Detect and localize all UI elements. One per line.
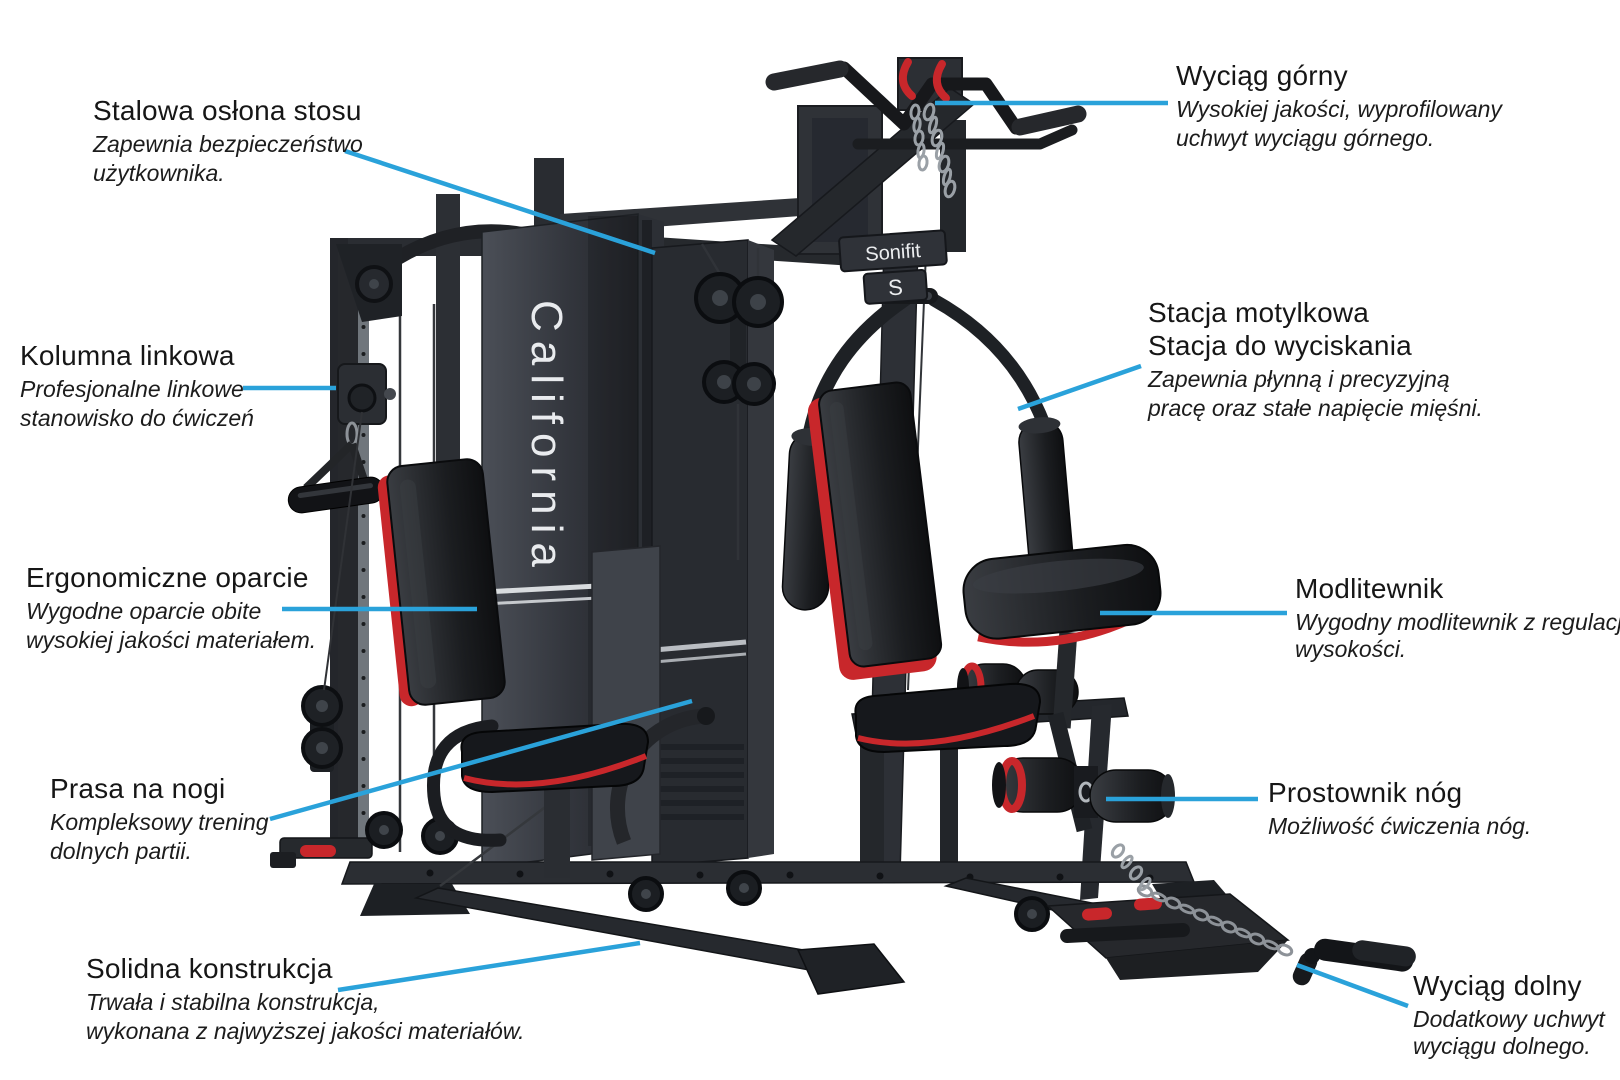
callout-leg-extension: Prostownik nóg Możliwość ćwiczenia nóg.: [1268, 776, 1531, 840]
stirrup-handle: [287, 476, 385, 514]
callout-desc: Profesjonalne linkowe stanowisko do ćwic…: [20, 376, 254, 431]
callout-title: Prasa na nogi: [50, 773, 226, 804]
low-row-handle: [1292, 938, 1416, 986]
center-pulleys: [694, 243, 784, 560]
callout-lines: [243, 100, 1409, 1009]
station-backrest: [807, 381, 943, 680]
callout-desc: Wygodny modlitewnik z regulacją wysokośc…: [1295, 609, 1620, 662]
callout-solid-frame: Solidna konstrukcja Trwała i stabilna ko…: [86, 952, 524, 1046]
callout-title: Prostownik nóg: [1268, 777, 1463, 808]
red-knob: [1134, 897, 1162, 911]
callout-title: Wyciąg górny: [1176, 60, 1348, 91]
callout-title: Modlitewnik: [1295, 573, 1444, 604]
callout-lat-pulldown: Wyciąg górny Wysokiej jakości, wyprofilo…: [1176, 59, 1502, 153]
callout-leg-press: Prasa na nogi Kompleksowy trening dolnyc…: [50, 772, 269, 866]
callout-title: Wyciąg dolny: [1413, 970, 1582, 1001]
callout-line-butterfly: [1017, 363, 1142, 412]
brand-initial-text: S: [887, 274, 903, 300]
callout-cable-column: Kolumna linkowa Profesjonalne linkowe st…: [20, 339, 254, 433]
low-row-station: [1046, 843, 1416, 986]
callout-title: Solidna konstrukcja: [86, 953, 333, 984]
callout-desc: Wysokiej jakości, wyprofilowany uchwyt w…: [1176, 96, 1502, 151]
callout-line-leg-press: [269, 698, 693, 822]
machine-name-text: California: [522, 300, 571, 576]
brand-plate: Sonifit S: [838, 229, 948, 305]
cable: [323, 411, 363, 691]
station-seat: [854, 682, 1042, 754]
press-station: Sonifit S: [781, 229, 1175, 900]
armrest-handle: [426, 719, 507, 847]
press-arm-right: [927, 293, 1051, 431]
callout-line-stack-shield: [344, 148, 656, 256]
callout-title-2: Stacja do wyciskania: [1148, 330, 1412, 361]
callout-desc: Trwała i stabilna konstrukcja, wykonana …: [86, 989, 525, 1044]
callout-desc: Wygodne oparcie obite wysokiej jakości m…: [26, 598, 317, 653]
left-seat-station: [377, 458, 650, 878]
weight-plates: [656, 744, 744, 820]
callout-line-frame: [337, 940, 641, 993]
callout-butterfly-station: Stacja motylkowa Stacja do wyciskania Za…: [1148, 296, 1483, 423]
left-seat: [460, 722, 650, 794]
callout-desc: Kompleksowy trening dolnych partii.: [50, 809, 269, 864]
low-row-chain: [1136, 884, 1294, 957]
callout-desc: Zapewnia bezpieczeństwo użytkownika.: [93, 131, 363, 186]
red-hook: [898, 58, 916, 100]
red-hook: [932, 60, 950, 102]
cable-column-assembly: [287, 244, 436, 852]
hanging-chain: [909, 102, 957, 199]
ergonomic-backrest-pad: [377, 458, 506, 707]
leg-ext-chain: [1110, 843, 1152, 892]
callout-desc: Dodatkowy uchwyt wyciągu dolnego.: [1413, 1006, 1605, 1059]
callout-desc: Zapewnia płynną i precyzyjną pracę oraz …: [1148, 366, 1483, 421]
callout-stack-shield: Stalowa osłona stosu Zapewnia bezpieczeń…: [93, 94, 363, 188]
rubber-foot: [796, 943, 906, 995]
callout-preacher-pad: Modlitewnik Wygodny modlitewnik z regula…: [1295, 572, 1620, 663]
callout-line-low-row: [1296, 962, 1409, 1009]
callout-title: Stacja motylkowa: [1148, 297, 1370, 328]
red-knob: [1082, 907, 1112, 921]
seat-red-trim: [463, 753, 648, 788]
brand-text: Sonifit: [865, 240, 922, 266]
seat-red-trim: [857, 713, 1036, 747]
callout-title: Stalowa osłona stosu: [93, 95, 362, 126]
leg-extension-unit: [992, 711, 1175, 833]
callout-title: Kolumna linkowa: [20, 340, 235, 371]
callout-low-row: Wyciąg dolny Dodatkowy uchwyt wyciągu do…: [1413, 969, 1605, 1060]
callout-title: Ergonomiczne oparcie: [26, 562, 309, 593]
pulley: [347, 383, 377, 413]
callout-desc: Możliwość ćwiczenia nóg.: [1268, 813, 1532, 839]
callout-ergonomic-backrest: Ergonomiczne oparcie Wygodne oparcie obi…: [26, 561, 316, 655]
red-bumper: [300, 845, 336, 857]
